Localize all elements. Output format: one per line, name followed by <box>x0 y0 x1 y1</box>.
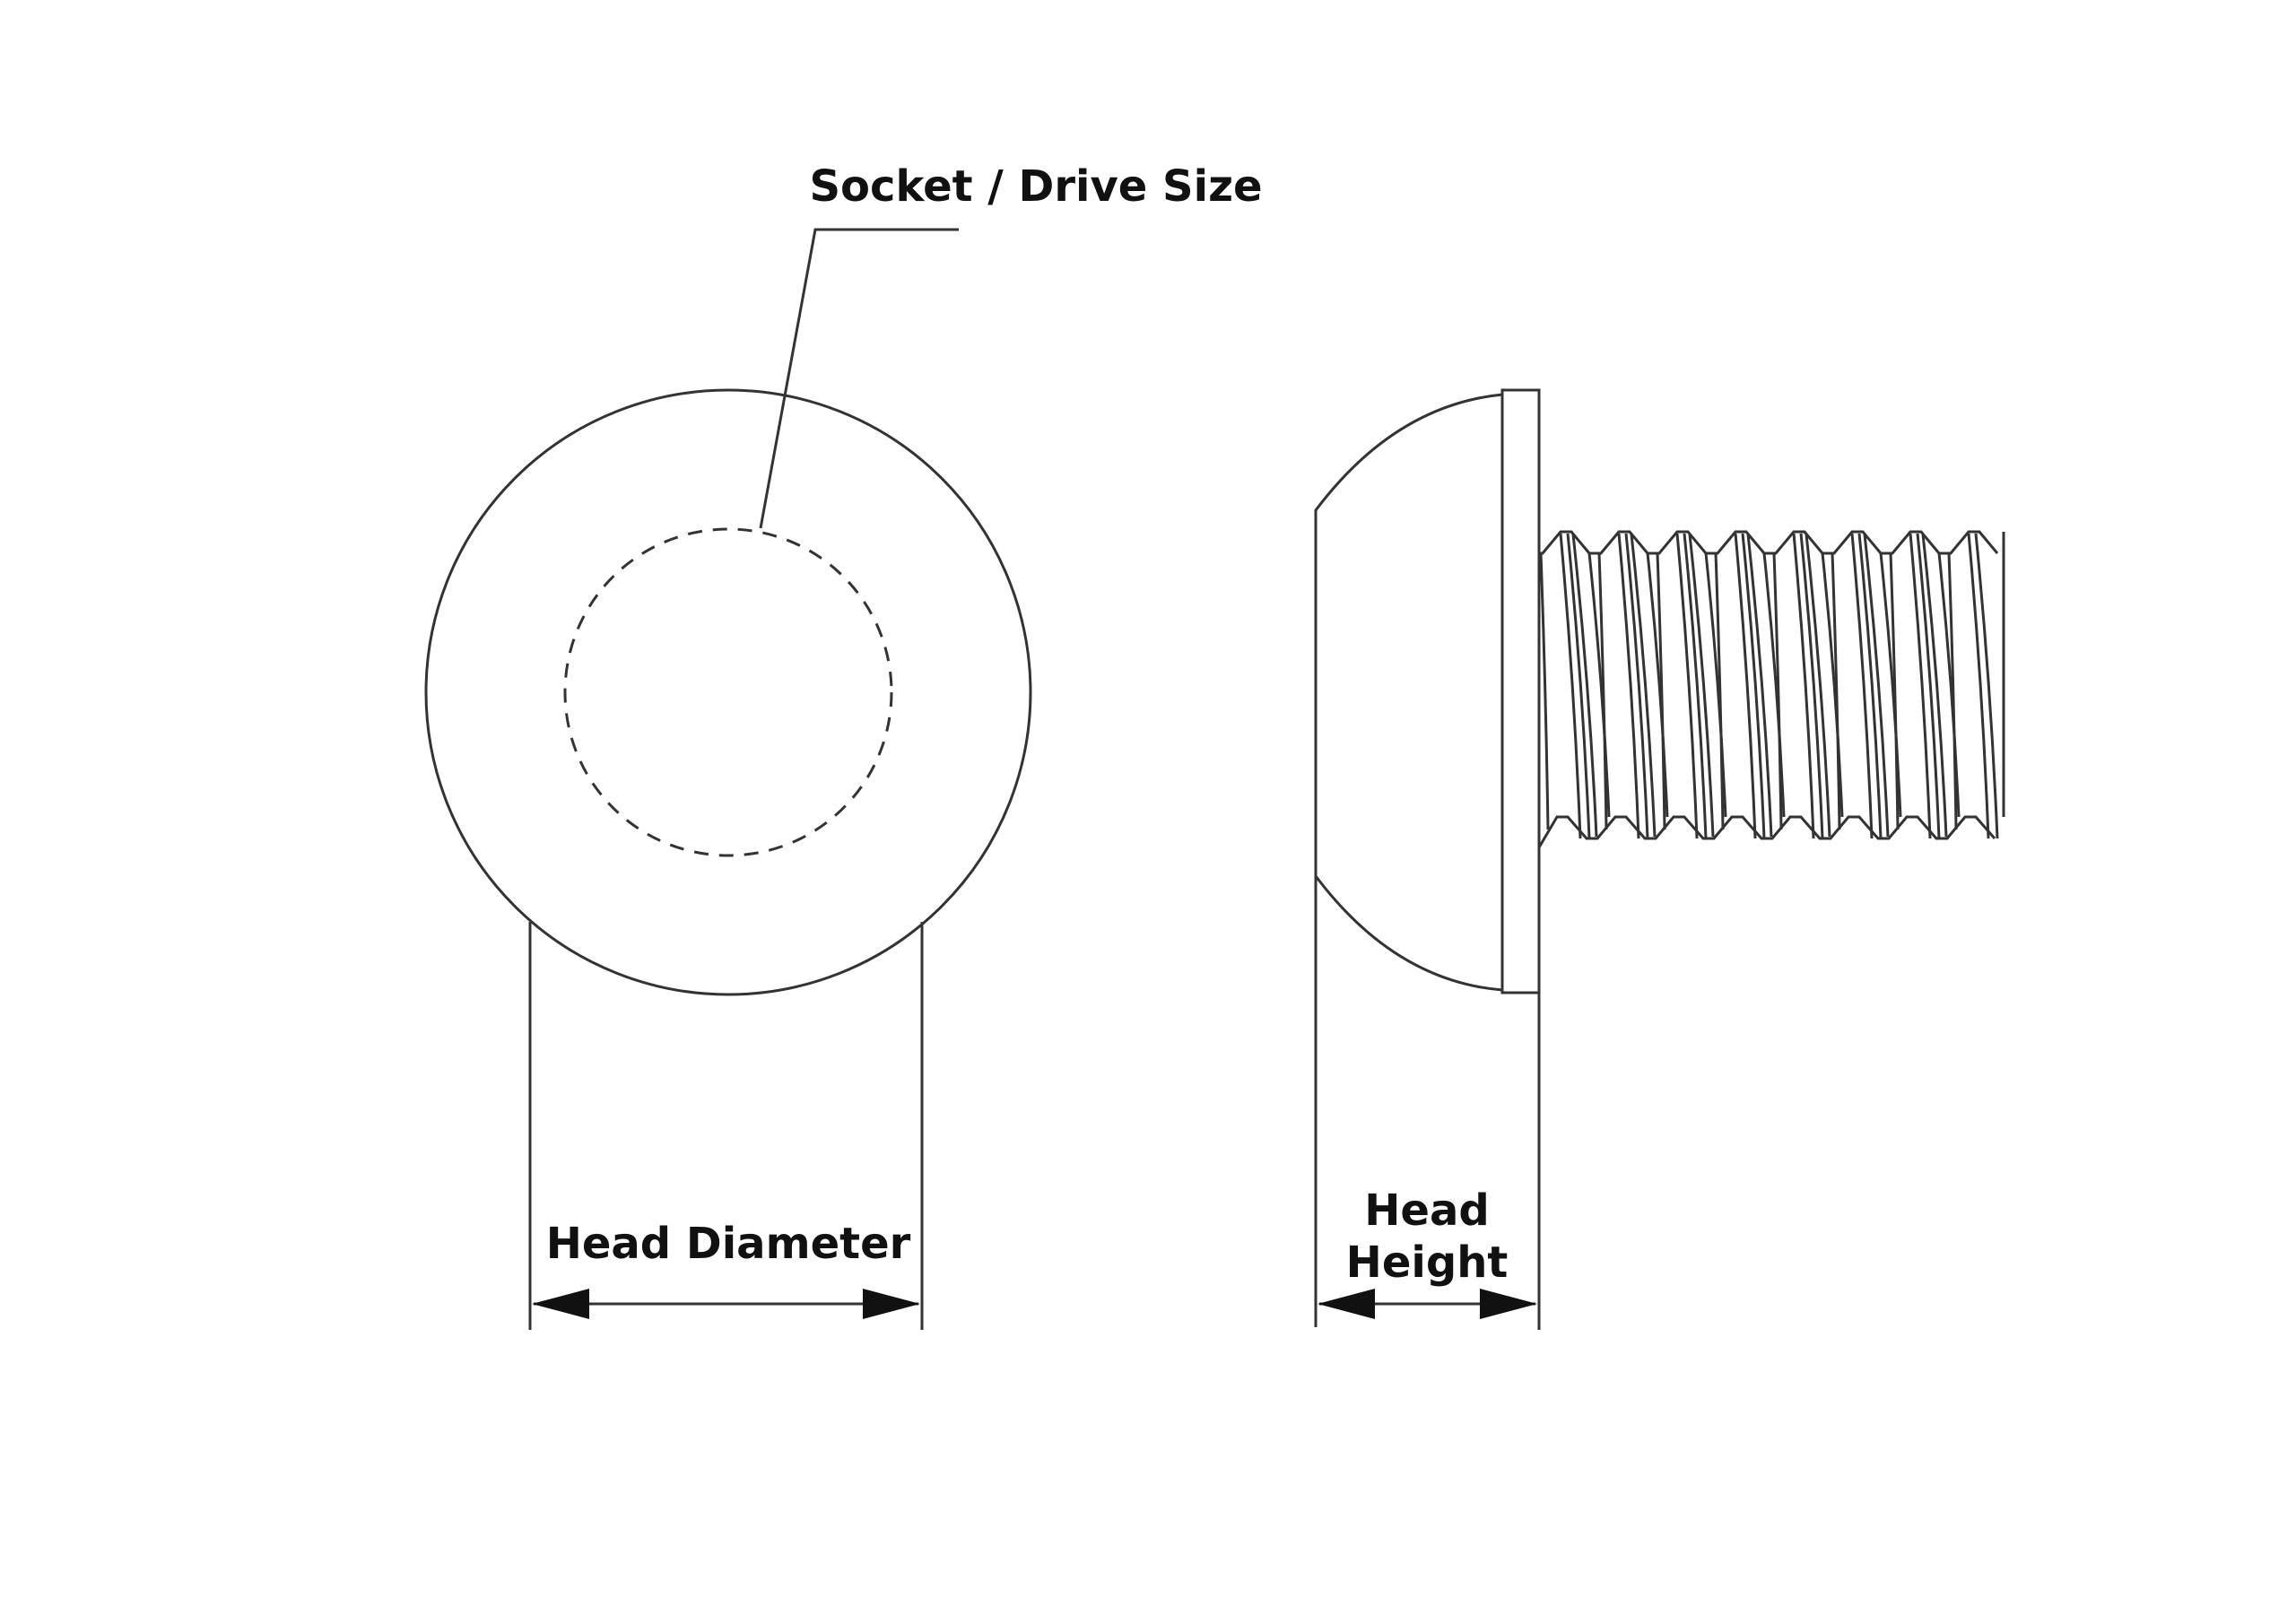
thread-helix-line <box>1831 552 1841 830</box>
thread-helix-line <box>1850 533 1874 839</box>
thread-helix-line <box>1675 533 1699 839</box>
thread-helix-line <box>1714 552 1725 830</box>
thread-helix-line <box>1921 534 1948 838</box>
thread-helix-line <box>1974 533 1999 839</box>
thread-helix-line <box>1597 552 1608 830</box>
socket-dashed-circle <box>563 527 893 857</box>
thread-helix-line <box>1909 533 1932 839</box>
thread-helix-line <box>1704 552 1727 818</box>
thread-helix-line <box>1559 533 1582 839</box>
thread-bottom-profile <box>1537 815 1996 848</box>
arrowhead-height-right <box>1480 1289 1537 1319</box>
thread-helix-line <box>1646 552 1669 818</box>
thread-helix-line <box>1624 533 1649 839</box>
thread-body <box>1537 530 2005 848</box>
thread-helix-line <box>1967 533 1990 839</box>
arrowhead-height-left <box>1318 1289 1375 1319</box>
socket-leader-line <box>759 228 959 529</box>
thread-helix-line <box>1792 533 1815 839</box>
head-diameter-label: Head Diameter <box>545 1219 911 1269</box>
thread-top-profile <box>1539 530 1999 555</box>
thread-helix-line <box>1937 552 1961 818</box>
thread-helix-line <box>1857 533 1883 839</box>
thread-helix-line <box>1741 533 1766 839</box>
head-outline-front <box>424 388 1032 996</box>
head-height-label: Head Height <box>1346 1185 1509 1289</box>
thread-helix-line <box>1805 534 1831 838</box>
thread-helix-line <box>1617 533 1640 839</box>
thread-helix-line <box>1656 552 1666 830</box>
thread-helix-line <box>1762 552 1786 818</box>
head-flange-side <box>1500 388 1541 994</box>
socket-drive-size-label: Socket / Drive Size <box>809 161 1263 212</box>
thread-helix-line <box>1889 552 1900 830</box>
head-height-label-line1: Head <box>1364 1185 1490 1236</box>
thread-helix-line <box>1688 534 1715 838</box>
arrowhead-diameter-left <box>532 1289 589 1319</box>
thread-helix-line <box>1772 552 1783 830</box>
thread-helix-line <box>1734 533 1757 839</box>
thread-helix-line <box>1879 552 1902 818</box>
thread-helix-line <box>1571 534 1598 838</box>
thread-helix-line <box>1566 533 1591 839</box>
thread-helix-line <box>1947 552 1958 830</box>
thread-helix-line <box>1799 533 1824 839</box>
thread-helix-line <box>1587 552 1611 818</box>
thread-helix-line <box>1746 534 1773 838</box>
arrowhead-diameter-right <box>863 1289 920 1319</box>
thread-helix-line <box>1630 534 1657 838</box>
thread-helix-line <box>1821 552 1844 818</box>
thread-helix-line <box>1683 533 1708 839</box>
thread-helix-line <box>1863 534 1890 838</box>
head-dome-side <box>1314 393 1503 992</box>
head-height-label-line2: Height <box>1345 1238 1509 1288</box>
thread-helix-line <box>1916 533 1941 839</box>
thread-helix-line <box>1539 552 1550 830</box>
